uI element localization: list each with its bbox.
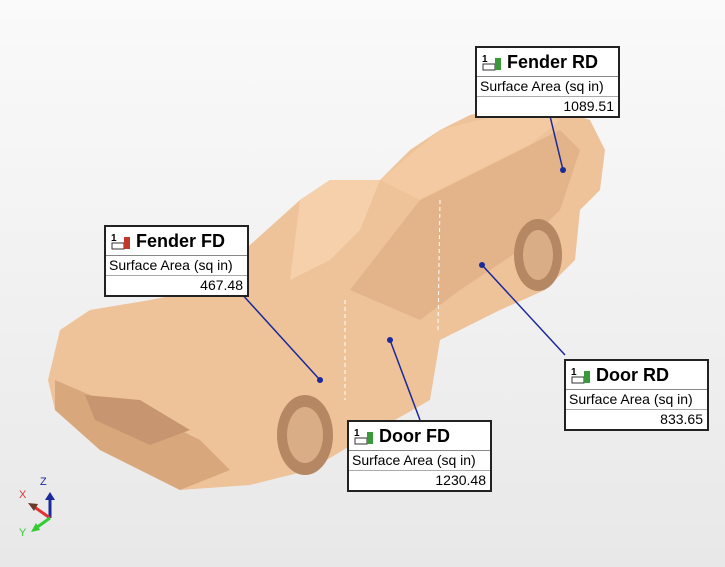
- annotation-door-rd[interactable]: 1 Door RD Surface Area (sq in) 833.65: [564, 359, 709, 431]
- annotation-title: Fender RD: [507, 51, 599, 72]
- svg-text:1: 1: [571, 367, 577, 378]
- annotation-title: Door RD: [596, 364, 669, 385]
- leader-line-fender-fd: [239, 291, 321, 381]
- axis-x-label: X: [19, 489, 27, 501]
- measurement-icon: 1: [110, 231, 132, 251]
- svg-text:1: 1: [111, 233, 117, 244]
- annotation-door-fd[interactable]: 1 Door FD Surface Area (sq in) 1230.48: [347, 420, 492, 492]
- annotation-measure: Surface Area (sq in): [566, 390, 707, 410]
- annotation-value: 1089.51: [563, 98, 614, 114]
- annotation-title: Fender FD: [136, 230, 226, 251]
- measurement-icon: 1: [481, 52, 503, 72]
- annotation-measure: Surface Area (sq in): [349, 451, 490, 471]
- annotation-value: 1230.48: [435, 472, 486, 488]
- svg-text:1: 1: [354, 428, 360, 439]
- marker-fender-fd: [317, 377, 323, 383]
- annotation-title: Door FD: [379, 425, 450, 446]
- annotation-value: 467.48: [200, 277, 243, 293]
- measurement-icon: 1: [353, 426, 375, 446]
- marker-door-fd: [387, 337, 393, 343]
- axis-y-label: Y: [19, 527, 27, 539]
- annotation-fender-rd[interactable]: 1 Fender RD Surface Area (sq in) 1089.51: [475, 46, 620, 118]
- leader-line-door-rd: [481, 264, 566, 356]
- measurement-icon: 1: [570, 365, 592, 385]
- marker-door-rd: [479, 262, 485, 268]
- leader-line-fender-rd: [549, 115, 564, 171]
- marker-fender-rd: [560, 167, 566, 173]
- annotation-measure: Surface Area (sq in): [477, 77, 618, 97]
- annotation-measure: Surface Area (sq in): [106, 256, 247, 276]
- axis-triad: [28, 492, 55, 532]
- leader-line-door-fd: [389, 339, 421, 421]
- axis-z-label: Z: [40, 476, 47, 488]
- svg-text:1: 1: [482, 54, 488, 65]
- annotation-fender-fd[interactable]: 1 Fender FD Surface Area (sq in) 467.48: [104, 225, 249, 297]
- annotation-value: 833.65: [660, 411, 703, 427]
